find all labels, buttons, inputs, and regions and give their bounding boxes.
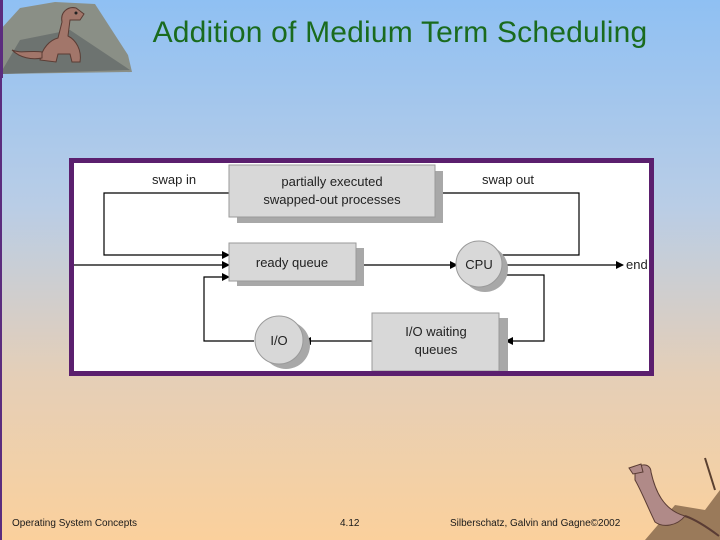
- scheduling-diagram-svg: partially executed swapped-out processes…: [74, 164, 648, 371]
- io-waiting-queues-box: I/O waiting queues: [371, 312, 508, 371]
- slide-title: Addition of Medium Term Scheduling: [152, 16, 648, 49]
- swap-out-label: swap out: [482, 172, 534, 187]
- swapped-box-line2: swapped-out processes: [263, 192, 401, 207]
- io-label: I/O: [270, 333, 287, 348]
- end-label: end: [626, 257, 648, 272]
- io-waiting-line1: I/O waiting: [405, 324, 466, 339]
- swapped-out-processes-box: partially executed swapped-out processes: [228, 164, 443, 223]
- io-waiting-line2: queues: [415, 342, 458, 357]
- scheduling-diagram: partially executed swapped-out processes…: [69, 158, 654, 376]
- footer-copyright: Silberschatz, Galvin and Gagne©2002: [450, 518, 621, 529]
- io-node: I/O: [254, 315, 310, 369]
- slide-left-border: [0, 0, 2, 540]
- dinosaur-icon: [0, 0, 132, 78]
- swap-in-label: swap in: [152, 172, 196, 187]
- cpu-label: CPU: [465, 257, 492, 272]
- footer-page-number: 4.12: [340, 518, 360, 529]
- footer-course-title: Operating System Concepts: [12, 518, 138, 529]
- ready-queue-box: ready queue: [228, 242, 364, 286]
- ready-queue-label: ready queue: [256, 255, 328, 270]
- swapped-box-line1: partially executed: [281, 174, 382, 189]
- dinosaur-skeleton-icon: [628, 457, 720, 540]
- cpu-node: CPU: [455, 240, 508, 292]
